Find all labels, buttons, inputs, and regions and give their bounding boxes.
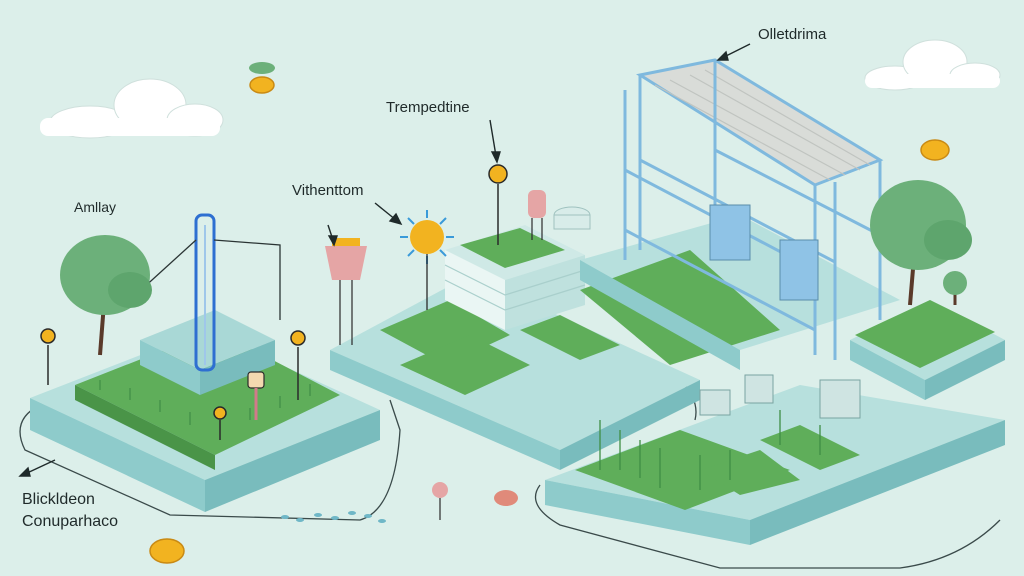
label-trempedtine: Trempedtine <box>386 99 470 116</box>
lamp-icon <box>290 330 306 400</box>
sun-icon <box>400 210 454 310</box>
arrow-icon <box>327 224 338 247</box>
coin-icon <box>920 139 950 161</box>
greenhouse-icon <box>623 58 884 360</box>
lamp-icon <box>213 406 227 440</box>
lamp-icon <box>40 328 56 385</box>
plant-bowl-icon <box>249 62 275 74</box>
label-blickldeon: Blickldeon <box>22 491 95 508</box>
cloud-icon <box>864 39 1001 91</box>
tank-icon <box>553 206 591 230</box>
far-right-platform <box>850 300 1005 400</box>
lamp-icon <box>488 164 508 245</box>
left-platform <box>30 213 380 512</box>
figure-icon <box>528 190 546 240</box>
label-amllay: Amllay <box>74 199 117 215</box>
label-olletdrima: Olletdrima <box>758 26 827 43</box>
arrow-icon <box>716 43 751 61</box>
machine-icon <box>247 371 265 420</box>
figure-icon <box>432 482 448 520</box>
label-conuparhaco: Conuparhaco <box>22 513 119 530</box>
arrow-icon <box>489 119 501 164</box>
lantern-icon <box>325 238 367 345</box>
label-vithenttom: Vithenttom <box>292 182 364 199</box>
coin-icon <box>249 76 275 94</box>
tree-icon <box>60 235 152 356</box>
coin-icon <box>149 538 185 564</box>
tree-icon <box>870 180 972 306</box>
pebbles <box>281 511 386 523</box>
cloud-icon <box>40 78 224 139</box>
arrow-icon <box>18 459 56 477</box>
machine-icon <box>709 204 819 301</box>
center-platform <box>330 225 700 470</box>
label-bottom-left: Blickldeon Conuparhaco <box>22 489 118 533</box>
crab-icon <box>494 490 518 506</box>
arrow-icon <box>374 202 403 226</box>
bottom-platform <box>545 374 1005 545</box>
tree-icon <box>943 271 967 305</box>
